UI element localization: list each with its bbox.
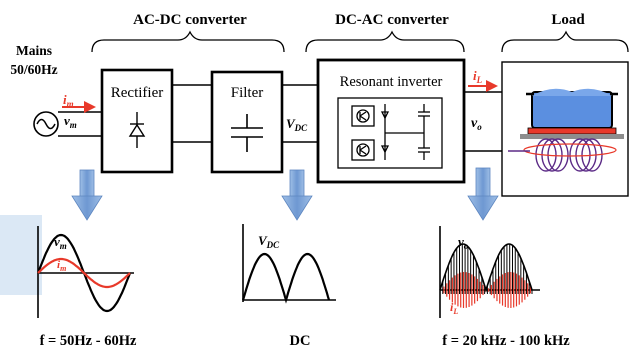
waveform-hf-envelope xyxy=(439,243,533,293)
title-load: Load xyxy=(551,12,585,28)
ac-source-icon xyxy=(33,111,59,137)
w2-v-label: VDC xyxy=(258,233,280,250)
induction-pot-icon xyxy=(520,88,624,139)
waveform-ac-current xyxy=(37,257,131,289)
vm-label: vm xyxy=(64,113,77,130)
waveform-dc: VDC xyxy=(241,224,336,304)
down-arrow-2 xyxy=(281,169,313,221)
w1-v-label: vm xyxy=(54,234,67,251)
brace-dcac xyxy=(305,30,465,53)
caption-hf-frequency: f = 20 kHz - 100 kHz xyxy=(442,333,570,349)
capacitor-icon xyxy=(231,114,263,152)
im-label: im xyxy=(63,92,74,109)
inverter-circuit-icon xyxy=(337,97,443,169)
waveform-hf-oscillation xyxy=(439,244,533,308)
brace-load xyxy=(501,30,629,53)
down-arrow-3 xyxy=(467,167,499,221)
caption-dc: DC xyxy=(290,333,311,349)
waveform-hf: vo iL xyxy=(439,226,540,318)
vdc-label: VDC xyxy=(286,116,308,133)
caption-ac-frequency: f = 50Hz - 60Hz xyxy=(40,333,137,349)
wires xyxy=(58,84,502,152)
filter-label: Filter xyxy=(231,85,264,101)
waveform-ac: vm im xyxy=(36,226,134,318)
vo-label: vo xyxy=(471,116,482,132)
mains-frequency: 50/60Hz xyxy=(10,62,57,77)
down-arrow-1 xyxy=(71,169,103,221)
w3-i-label: iL xyxy=(450,300,458,316)
w3-v-label: vo xyxy=(458,234,469,251)
rectifier-label: Rectifier xyxy=(111,85,163,101)
resonant-inverter-block xyxy=(316,58,466,184)
induction-coil-icon xyxy=(508,138,617,172)
title-acdc: AC-DC converter xyxy=(133,12,247,28)
background-tint xyxy=(0,215,42,295)
brace-acdc xyxy=(91,30,285,53)
title-dcac: DC-AC converter xyxy=(335,12,449,28)
diode-icon xyxy=(128,112,146,148)
mains-label: Mains xyxy=(16,43,52,58)
w1-i-label: im xyxy=(57,259,66,273)
waveform-dc-voltage xyxy=(241,252,331,304)
resonant-inverter-label: Resonant inverter xyxy=(340,74,443,90)
il-label: iL xyxy=(473,68,483,85)
